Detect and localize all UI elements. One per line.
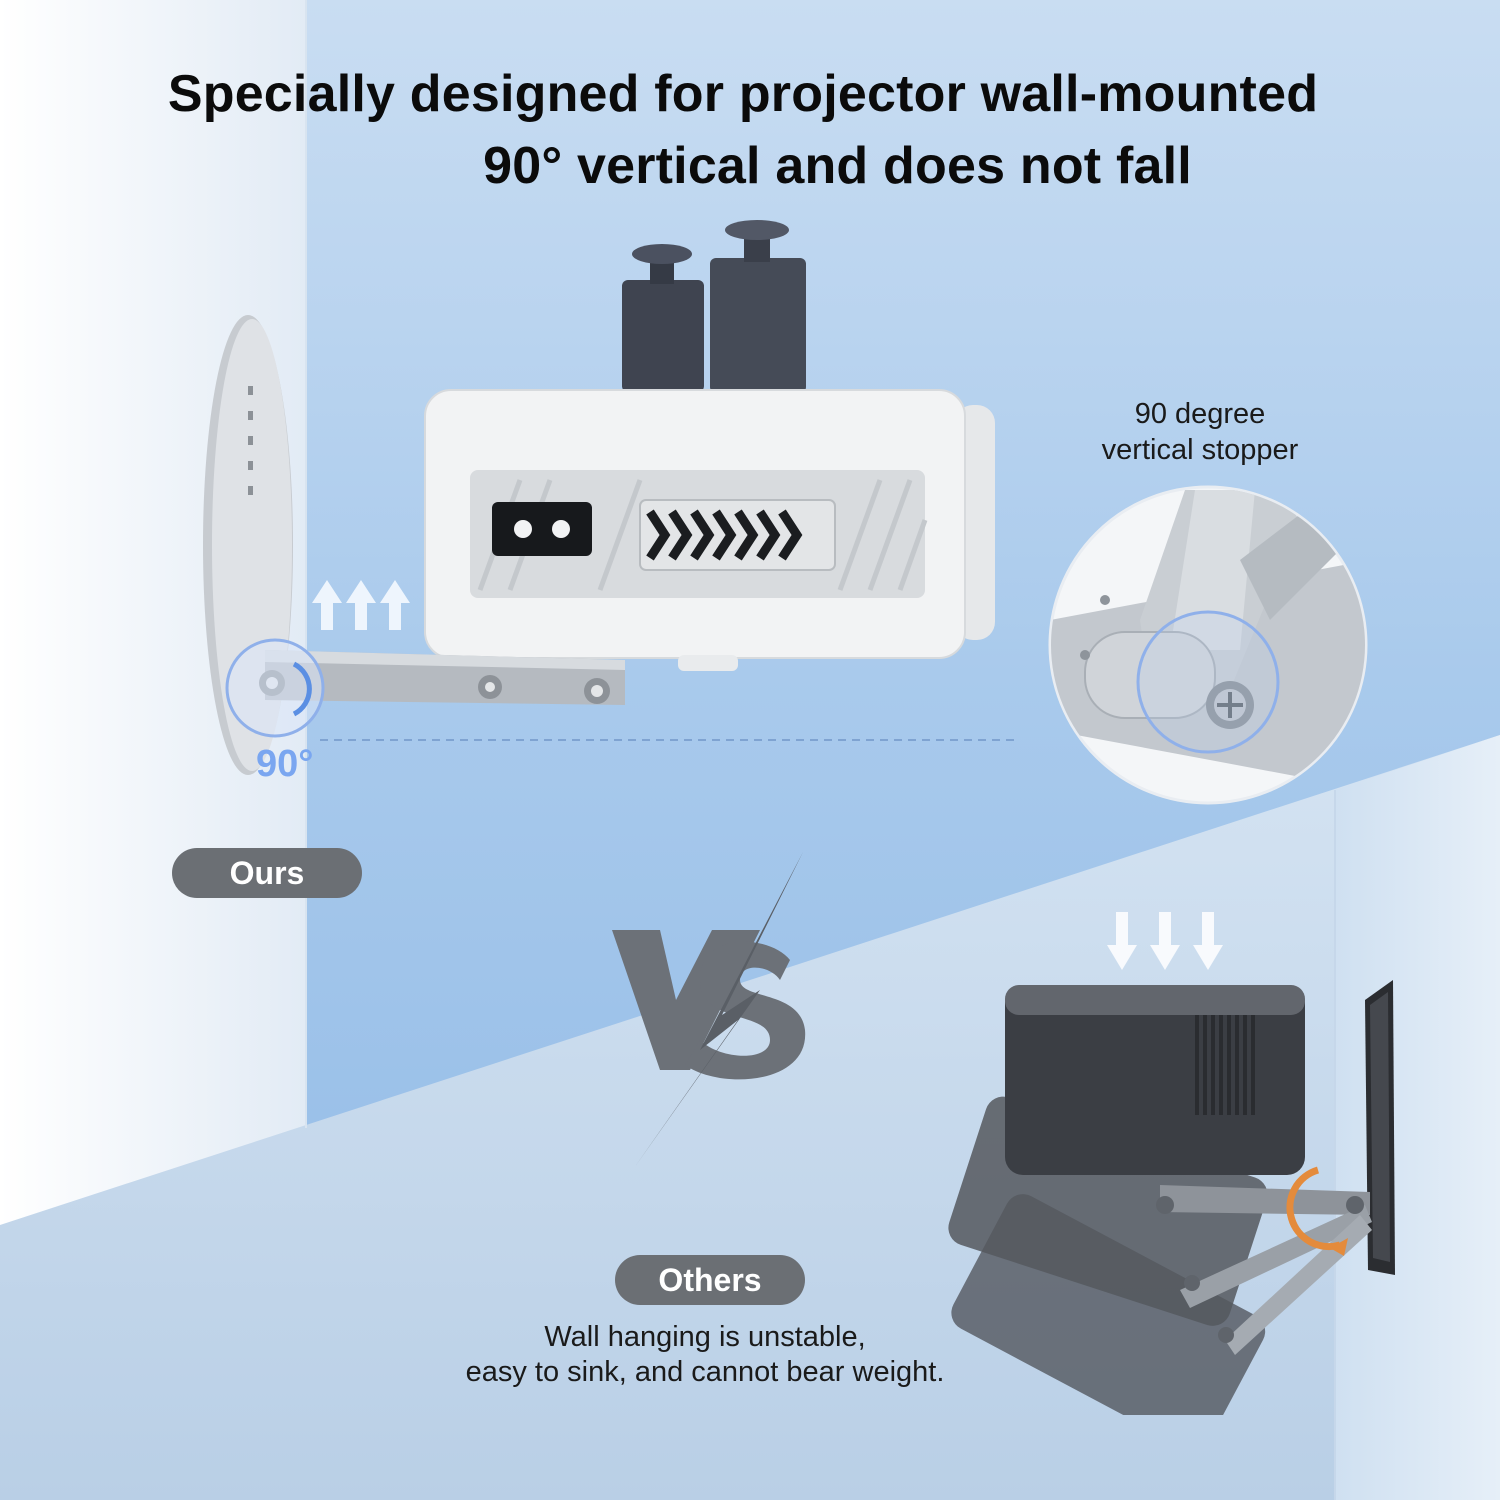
headline: Specially designed for projector wall-mo… — [0, 58, 1500, 202]
weight-icon — [622, 220, 806, 393]
others-badge: Others — [615, 1255, 805, 1305]
up-arrows-icon — [312, 580, 410, 630]
headline-line-1: Specially designed for projector wall-mo… — [167, 65, 1319, 123]
vs-logo — [612, 852, 806, 1168]
rotation-arrow-icon — [1286, 1166, 1341, 1251]
ours-badge: Ours — [172, 848, 362, 898]
arrow-head-icon — [1330, 1238, 1348, 1256]
others-note: Wall hanging is unstable, easy to sink, … — [400, 1320, 1010, 1390]
ours-projector-mount-illustration — [203, 220, 1015, 775]
angle-label: 90° — [256, 743, 314, 785]
down-arrows-icon — [1107, 912, 1223, 970]
rotation-arrow-icon — [292, 661, 312, 717]
note-line-1: Wall hanging is unstable, — [544, 1321, 866, 1353]
stopper-closeup — [1048, 485, 1368, 805]
white-projector — [424, 389, 995, 671]
callout-line-1: 90 degree — [1134, 398, 1266, 430]
dark-projector — [1005, 985, 1305, 1175]
others-projector-mount-illustration — [948, 912, 1395, 1415]
stopper-callout: 90 degree vertical stopper — [1050, 396, 1350, 468]
callout-line-2: vertical stopper — [1101, 434, 1299, 466]
headline-line-2: 90° vertical and does not fall — [483, 137, 1192, 195]
note-line-2: easy to sink, and cannot bear weight. — [465, 1356, 945, 1388]
dark-wall-plate — [1365, 980, 1395, 1275]
stopper-highlight-circle — [1136, 610, 1280, 754]
